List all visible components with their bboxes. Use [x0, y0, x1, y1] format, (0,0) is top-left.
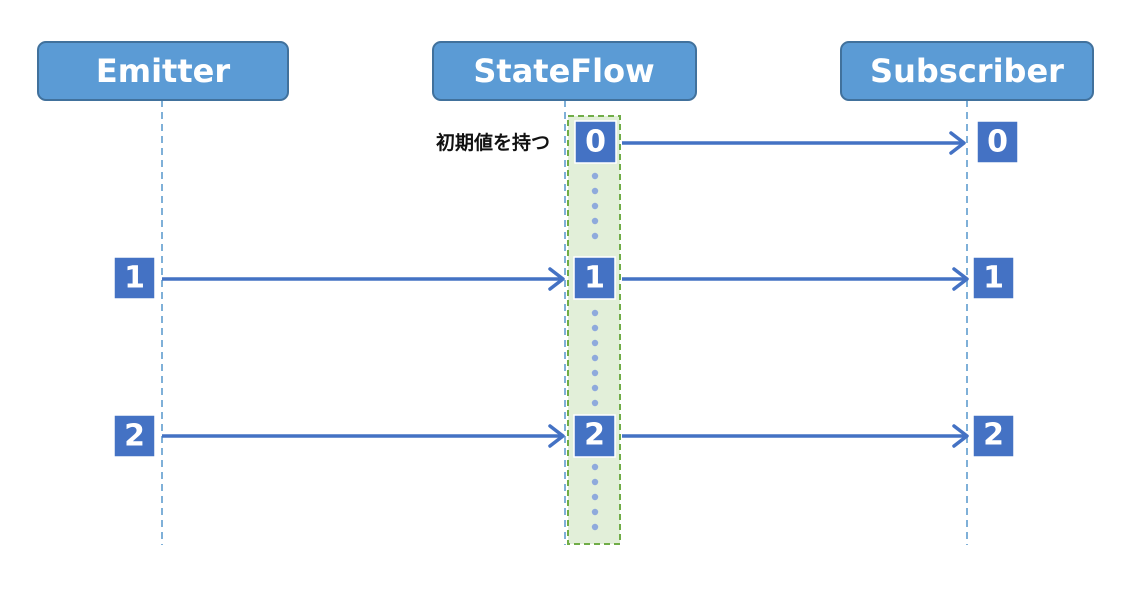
actor-stateflow: StateFlow [432, 41, 697, 101]
actor-stateflow-label: StateFlow [473, 52, 654, 90]
state-dot [591, 232, 599, 240]
state-dot [591, 399, 599, 407]
value-box-subscriber-1 [972, 256, 1015, 300]
state-dot [591, 187, 599, 195]
state-dot [591, 172, 599, 180]
state-dot [591, 339, 599, 347]
value-box-emitter-2 [113, 414, 156, 458]
value-box-stateflow-1 [573, 256, 616, 300]
arrow-head [548, 424, 565, 448]
value-box-emitter-1 [113, 256, 156, 300]
arrow-head [949, 131, 966, 155]
value-label: 1 [584, 261, 605, 296]
state-dot [591, 354, 599, 362]
arrow-head [548, 267, 565, 291]
state-dot [591, 463, 599, 471]
message-1-stateflow-to-subscriber: 1 1 [573, 256, 1015, 300]
message-2-stateflow-to-subscriber: 2 2 [573, 414, 1015, 458]
state-continuity-dots [591, 172, 599, 531]
value-label: 0 [585, 125, 606, 160]
state-dot [591, 478, 599, 486]
message-1-emitter-to-stateflow: 1 [113, 256, 565, 300]
state-dot [591, 384, 599, 392]
value-box-stateflow-0 [574, 120, 617, 164]
actor-subscriber-label: Subscriber [870, 52, 1064, 90]
state-dot [591, 309, 599, 317]
value-box-subscriber-0 [976, 120, 1019, 164]
initial-value-note: 初期値を持つ [436, 131, 550, 154]
message-2-emitter-to-stateflow: 2 [113, 414, 565, 458]
state-dot [591, 202, 599, 210]
actor-emitter-label: Emitter [96, 52, 230, 90]
value-label: 2 [584, 418, 605, 453]
actor-emitter: Emitter [37, 41, 289, 101]
arrow-head [952, 267, 969, 291]
state-dot [591, 493, 599, 501]
state-dot [591, 324, 599, 332]
value-label: 0 [987, 125, 1008, 160]
value-box-subscriber-2 [972, 414, 1015, 458]
state-dot [591, 217, 599, 225]
value-box-stateflow-2 [573, 414, 616, 458]
state-dot [591, 523, 599, 531]
state-dot [591, 369, 599, 377]
message-0-stateflow-to-subscriber: 0 0 [574, 120, 1019, 164]
value-label: 2 [124, 419, 145, 454]
state-dot [591, 508, 599, 516]
value-label: 1 [983, 261, 1004, 296]
value-label: 1 [124, 261, 145, 296]
value-label: 2 [983, 418, 1004, 453]
arrow-head [952, 424, 969, 448]
actor-subscriber: Subscriber [840, 41, 1094, 101]
